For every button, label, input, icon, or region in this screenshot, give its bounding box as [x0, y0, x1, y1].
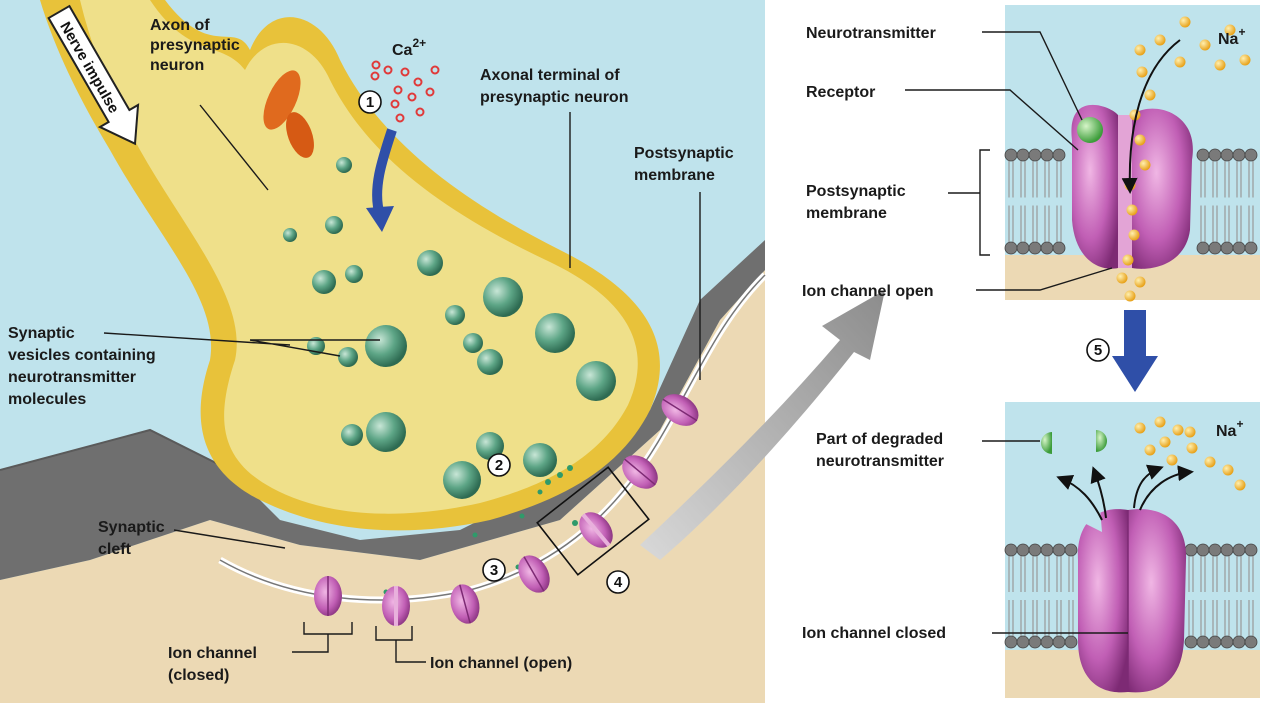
ion-channel-closed-label-left: Ion channel (closed): [168, 645, 261, 684]
step-5-arrow: 5: [1086, 310, 1158, 392]
sodium-ions-bottom: [1134, 416, 1246, 491]
right-top-panel: Neurotransmitter Receptor Postsynaptic m…: [802, 5, 1260, 302]
postsynaptic-membrane-label-right: Postsynaptic membrane: [806, 183, 910, 222]
released-neurotransmitter: [383, 465, 578, 595]
ion-channel-open-label-right: Ion channel open: [802, 283, 934, 300]
synaptic-vesicles: [283, 157, 616, 499]
right-bottom-panel: Part of degraded neurotransmitter Ion ch…: [802, 402, 1260, 698]
synaptic-cleft-label: Synaptic cleft: [98, 519, 169, 558]
ion-channels-left: [314, 394, 699, 626]
ion-channel-closed-5: [661, 394, 699, 426]
lipid-bilayer-top: [1004, 148, 1258, 255]
step-1: 1: [366, 94, 374, 111]
zoom-box: [536, 466, 650, 576]
ion-channel-open-label-left: Ion channel (open): [430, 655, 572, 672]
sodium-label-bottom: Na+: [1216, 417, 1243, 440]
mitochondrion: [263, 70, 314, 158]
neurotransmitter-molecule: [1077, 117, 1103, 143]
step-2: 2: [495, 457, 503, 474]
ion-channel-closed-right: [1077, 508, 1187, 693]
degraded-neurotransmitter: [1041, 430, 1107, 454]
ion-channel-closed-2: [450, 584, 480, 624]
calcium-label: Ca2+: [392, 36, 426, 59]
step-markers-left: 1 2 3 4: [358, 90, 630, 594]
calcium-ions: [370, 60, 440, 123]
left-panel: Nerve impulse 1 2: [0, 0, 885, 703]
ion-channel-closed-3: [518, 555, 550, 593]
step-3: 3: [490, 562, 498, 579]
zoom-arrow: [640, 290, 885, 560]
ion-channel-open-2: [579, 512, 613, 548]
postsynaptic-membrane-label-left: Postsynaptic membrane: [634, 145, 738, 184]
axon-label: Axon of presynaptic neuron: [150, 17, 244, 74]
ion-channel-closed-4: [622, 455, 658, 489]
part-degraded-label: Part of degraded neurotransmitter: [816, 431, 948, 470]
ion-channel-closed-1: [314, 576, 342, 616]
sodium-influx-arrow: [1121, 39, 1181, 194]
neurotransmitter-label: Neurotransmitter: [806, 25, 936, 42]
ion-channel-closed-label-right: Ion channel closed: [802, 625, 946, 642]
receptor-label: Receptor: [806, 84, 875, 101]
ion-channel-open-1: [382, 586, 410, 626]
lipid-bilayer-bottom: [1004, 543, 1258, 649]
postsynaptic-tissue: [0, 270, 765, 703]
step-5: 5: [1094, 342, 1102, 359]
sodium-label-top: Na+: [1218, 25, 1245, 48]
step-4: 4: [614, 574, 623, 591]
axonal-terminal-label: Axonal terminal of presynaptic neuron: [480, 67, 628, 106]
synaptic-vesicles-label: Synaptic vesicles containing neurotransm…: [8, 325, 160, 408]
